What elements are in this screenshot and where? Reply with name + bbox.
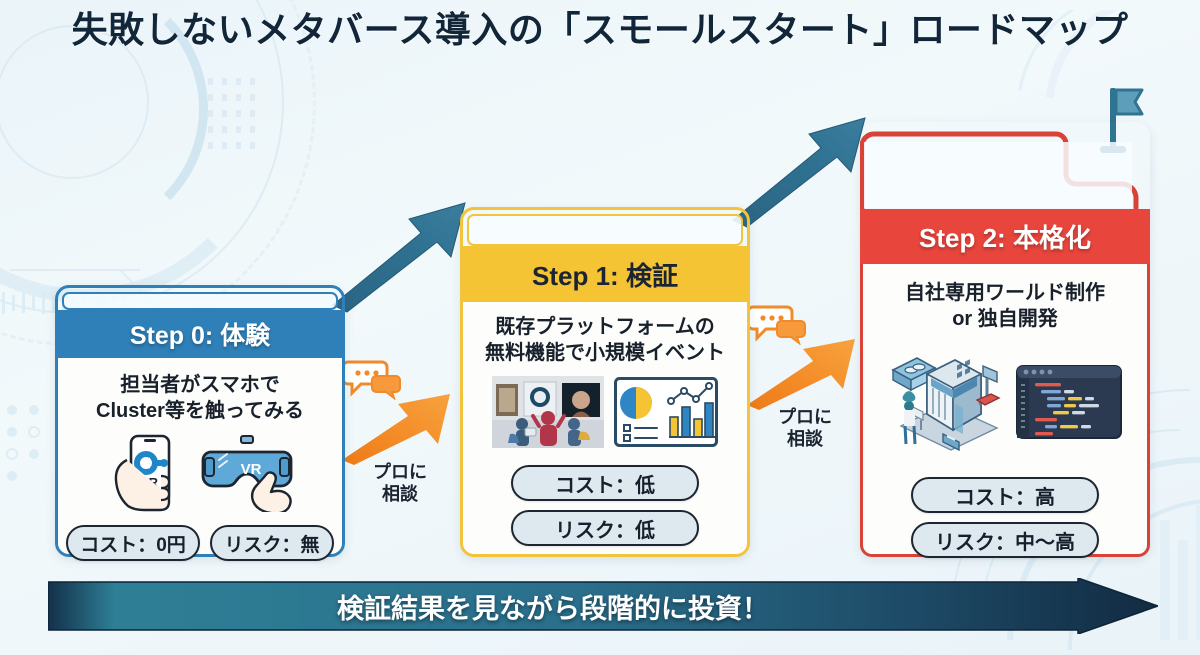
step-card-body: 既存プラットフォームの 無料機能で小規模イベント	[463, 302, 747, 554]
description-line-2: Cluster等を触ってみる	[96, 400, 304, 422]
step-card-header: Step 2: 本格化	[860, 209, 1150, 264]
orange-arrow-icon	[338, 386, 458, 466]
virtual-gallery-meeting-photo	[492, 376, 604, 453]
code-editor-window-icon	[1015, 362, 1123, 447]
step-card-description: 既存プラットフォームの 無料機能で小規模イベント	[485, 314, 725, 366]
vr-headset-with-finger-icon: VR	[199, 430, 299, 517]
connector-label-line1: プロに	[778, 407, 832, 427]
description-line-1: 既存プラットフォームの	[495, 316, 715, 338]
step0-pill-row: コスト：0円 リスク：無	[66, 525, 334, 561]
risk-pill: リスク：低	[511, 510, 699, 546]
isometric-building-construction-icon	[887, 348, 1009, 461]
description-line-2: or 独自開発	[952, 308, 1058, 330]
progress-arrow-step0-step1	[325, 185, 485, 315]
step-card-body: 担当者がスマホで Cluster等を触ってみる VR	[58, 358, 342, 561]
step-card-heading: Step 0: 体験	[129, 322, 271, 350]
step1-illustrations	[492, 376, 718, 453]
cost-pill: コスト：高	[911, 477, 1099, 513]
step-card-body: 自社専用ワールド制作 or 独自開発	[860, 264, 1150, 558]
step-card-description: 自社専用ワールド制作 or 独自開発	[905, 280, 1105, 332]
step2-pill-column: コスト：高 リスク：中〜高	[911, 477, 1099, 558]
dashboard-chart-icon	[614, 377, 718, 452]
connector-step1-step2: プロに 相談	[745, 303, 865, 473]
card-notched-frame	[859, 122, 1150, 557]
card-top-strip	[467, 214, 743, 246]
step1-pill-column: コスト：低 リスク：低	[511, 465, 699, 546]
cost-pill: コスト：0円	[66, 525, 200, 561]
banner-text: 検証結果を見ながら段階的に投資！	[337, 593, 769, 624]
progress-arrow-step1-step2	[725, 100, 885, 230]
step2-illustrations	[887, 348, 1123, 461]
card-top-strip	[62, 292, 338, 310]
description-line-1: 自社専用ワールド制作	[905, 282, 1105, 304]
risk-pill: リスク：中〜高	[911, 522, 1099, 558]
step-card-step0[interactable]: Step 0: 体験 担当者がスマホで Cluster等を触ってみる VR	[55, 285, 345, 561]
connector-label-line1: プロに	[373, 462, 427, 482]
background-decoration-dots-lower-left	[2, 400, 62, 490]
step-card-description: 担当者がスマホで Cluster等を触ってみる	[96, 372, 304, 424]
cost-pill: コスト：低	[511, 465, 699, 501]
step-card-heading: Step 2: 本格化	[919, 223, 1091, 253]
speech-bubbles-icon	[341, 358, 404, 401]
step-card-header: Step 1: 検証	[463, 246, 747, 302]
background-decoration-dots	[208, 78, 278, 168]
page-title: 失敗しないメタバース導入の「スモールスタート」ロードマップ	[0, 8, 1200, 51]
bottom-banner: 検証結果を見ながら段階的に投資！	[48, 578, 1158, 634]
connector-label-line2: 相談	[787, 428, 823, 449]
connector-step0-step1: プロに 相談	[340, 358, 460, 518]
svg-text:VR: VR	[241, 461, 262, 478]
hand-holding-smartphone-vr-icon: VR	[101, 430, 193, 517]
risk-pill: リスク：無	[210, 525, 334, 561]
page-title-text: 失敗しないメタバース導入の「スモールスタート」ロードマップ	[71, 9, 1129, 50]
step-card-step1[interactable]: Step 1: 検証 既存プラットフォームの 無料機能で小規模イベント	[460, 207, 750, 557]
step0-illustrations: VR VR	[101, 430, 299, 517]
description-line-2: 無料機能で小規模イベント	[485, 342, 725, 364]
step-card-header: Step 0: 体験	[58, 310, 342, 358]
step-card-step2[interactable]: Step 2: 本格化 自社専用ワールド制作 or 独自開発	[859, 122, 1150, 558]
step-card-heading: Step 1: 検証	[532, 260, 678, 291]
orange-arrow-icon	[743, 331, 863, 411]
description-line-1: 担当者がスマホで	[120, 374, 280, 396]
connector-label-line2: 相談	[382, 483, 418, 504]
